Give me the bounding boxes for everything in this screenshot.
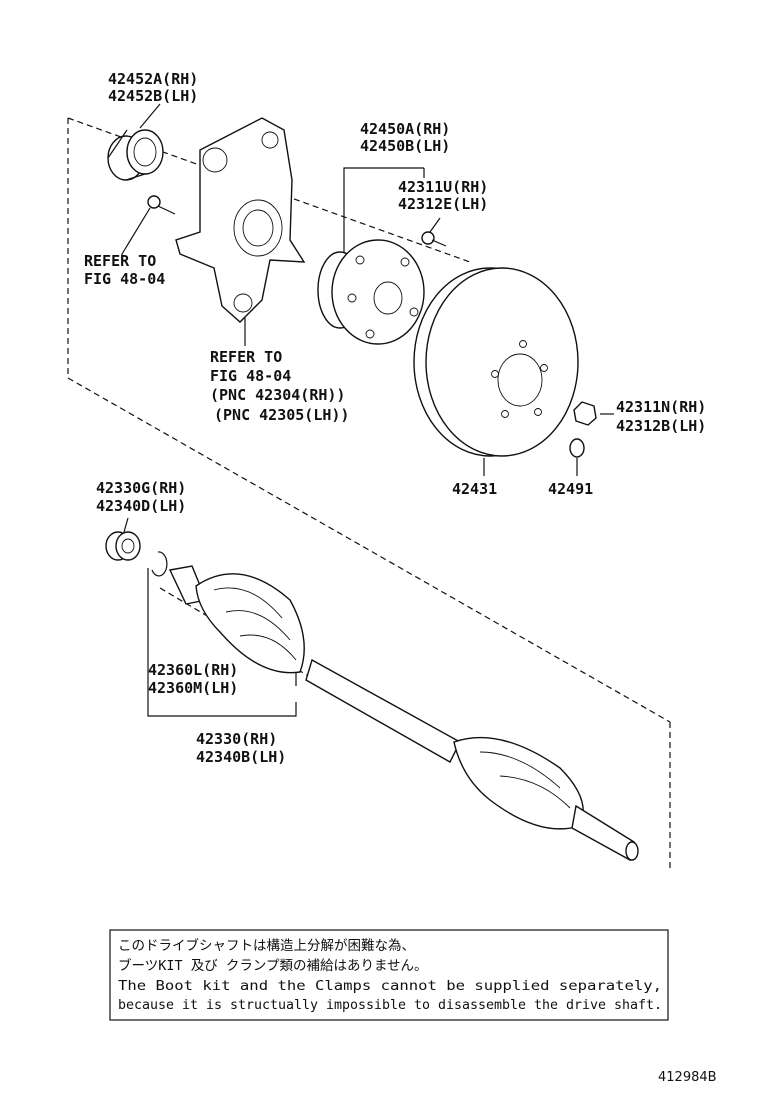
label-seal-rh: 42452A(RH) bbox=[108, 70, 198, 88]
label-refer-center-2: FIG 48-04 bbox=[210, 367, 291, 385]
label-refer-center-1: REFER TO bbox=[210, 348, 282, 366]
brake-disc-part[interactable] bbox=[413, 267, 579, 457]
hub-nut-part[interactable] bbox=[573, 401, 597, 426]
label-disc: 42431 bbox=[452, 480, 497, 498]
figure-id: 412984B bbox=[658, 1070, 717, 1085]
label-hubbolt-rh: 42311U(RH) bbox=[398, 178, 488, 196]
hub-bearing-part[interactable] bbox=[317, 239, 425, 345]
shaft-bearing-part[interactable] bbox=[105, 531, 141, 561]
label-refer-left-2: FIG 48-04 bbox=[84, 270, 165, 288]
label-nut-rh: 42311N(RH) bbox=[616, 398, 706, 416]
label-refer-left-1: REFER TO bbox=[84, 252, 156, 270]
label-nut-lh: 42312B(LH) bbox=[616, 417, 706, 435]
label-pnc-lh: (PNC 42305(LH)) bbox=[214, 406, 349, 424]
label-seal-lh: 42452B(LH) bbox=[108, 87, 198, 105]
label-plug: 42491 bbox=[548, 480, 593, 498]
knuckle-bolt-part[interactable] bbox=[147, 195, 176, 215]
snap-ring-part[interactable] bbox=[151, 551, 168, 577]
label-bearing-rh: 42330G(RH) bbox=[96, 479, 186, 497]
label-boot-lh: 42360M(LH) bbox=[148, 679, 238, 697]
notice-line-2: ブーツKIT 及び クランプ類の補給はありません。 bbox=[118, 957, 428, 974]
steering-knuckle-part[interactable] bbox=[175, 117, 306, 323]
notice-box: このドライブシャフトは構造上分解が困難な為、 ブーツKIT 及び クランプ類の補… bbox=[109, 929, 669, 1021]
label-shaft-rh: 42330(RH) bbox=[196, 730, 277, 748]
notice-line-3: The Boot kit and the Clamps cannot be su… bbox=[118, 978, 662, 994]
label-boot-rh: 42360L(RH) bbox=[148, 661, 238, 679]
hub-bolt-part[interactable] bbox=[421, 231, 447, 247]
label-hub-rh: 42450A(RH) bbox=[360, 120, 450, 138]
label-pnc-rh: (PNC 42304(RH)) bbox=[210, 386, 345, 404]
notice-line-4: because it is structually impossible to … bbox=[118, 997, 662, 1013]
drive-shaft-part[interactable] bbox=[168, 565, 639, 862]
label-shaft-lh: 42340B(LH) bbox=[196, 748, 286, 766]
notice-line-1: このドライブシャフトは構造上分解が困難な為、 bbox=[118, 937, 415, 954]
hole-plug-part[interactable] bbox=[569, 438, 585, 458]
label-hub-lh: 42450B(LH) bbox=[360, 137, 450, 155]
label-bearing-lh: 42340D(LH) bbox=[96, 497, 186, 515]
label-hubbolt-lh: 42312E(LH) bbox=[398, 195, 488, 213]
dust-seal-part[interactable] bbox=[107, 129, 164, 181]
